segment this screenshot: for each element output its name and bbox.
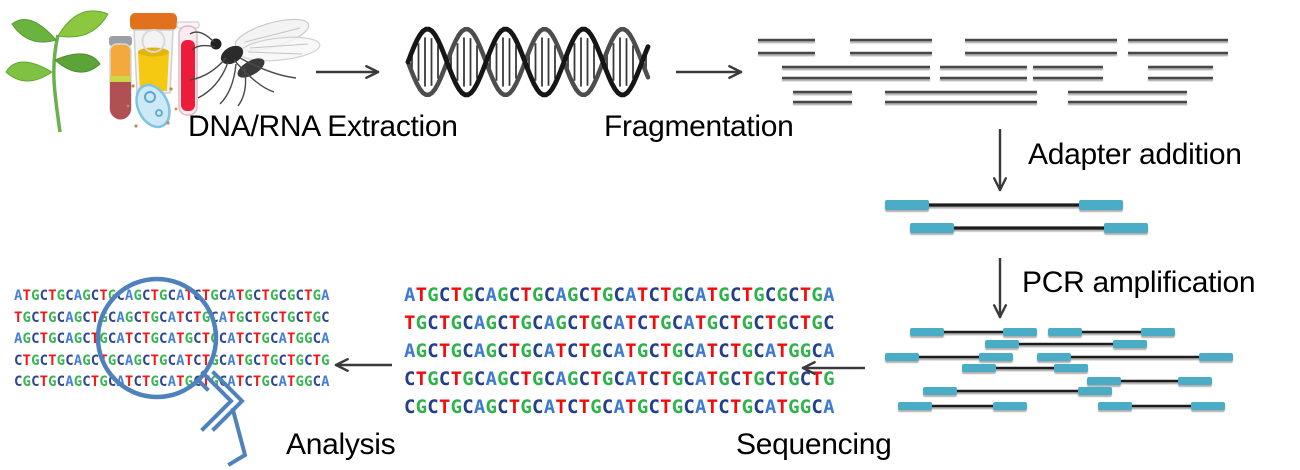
dna-fragments-illustration [758, 38, 1228, 104]
dna-helix-illustration [405, 26, 651, 98]
sequencing-to-analysis-arrow [334, 358, 392, 372]
dna-to-fragments-arrow [676, 65, 743, 79]
sequence-line: ATGCTGCAGCTGCAGCTGCATCTGCATGCTGCGCTGA [14, 288, 330, 304]
microbe-icon [126, 83, 178, 129]
sequence-line: TGCTGCAGCTGCAGCTGCATCTGCATGCTGCTGCTGC [404, 312, 835, 334]
sequence-line: AGCTGCAGCTGCATCTGCATGCTGCATCTGCATGGCA [14, 331, 330, 347]
urine-cup-icon [130, 13, 177, 94]
extraction-label: DNA/RNA Extraction [188, 110, 458, 143]
pcr-amplification-arrow [993, 258, 1007, 319]
pcr-fragments-illustration [885, 328, 1233, 410]
pcr-amplification-label: PCR amplification [1022, 266, 1256, 299]
plant-icon [5, 10, 109, 133]
adapter-fragments-illustration [885, 200, 1148, 233]
sequence-line: ATGCTGCAGCTGCAGCTGCATCTGCATGCTGCGCTGA [404, 284, 835, 306]
fragmentation-label: Fragmentation [604, 110, 794, 143]
adapter-addition-arrow [993, 129, 1007, 192]
sequence-line: AGCTGCAGCTGCATCTGCATGCTGCATCTGCATGGCA [404, 340, 835, 362]
sequencing-label: Sequencing [736, 428, 892, 461]
analysis-label: Analysis [286, 428, 396, 461]
sequencing-reads: ATGCTGCAGCTGCAGCTGCATCTGCATGCTGCGCTGA TGC… [404, 281, 835, 421]
sequence-line: CGCTGCAGCTGCATCTGCATGCTGCATCTGCATGGCA [404, 396, 835, 418]
sequence-line: CTGCTGCAGCTGCAGCTGCATCTGCATGCTGCTGCTG [404, 368, 835, 390]
sequence-line: CGCTGCAGCTGCATCTGCATGCTGCATCTGCATGGCA [14, 374, 330, 390]
sequence-line: TGCTGCAGCTGCAGCTGCATCTGCATGCTGCTGCTGC [14, 309, 330, 326]
sample-sources-illustration [5, 10, 321, 133]
blood-tube-icon [109, 36, 132, 120]
analysis-reads: ATGCTGCAGCTGCAGCTGCATCTGCATGCTGCGCTGA TGC… [14, 286, 330, 394]
sequence-line: CTGCTGCAGCTGCAGCTGCATCTGCATGCTGCTGCTG [14, 352, 330, 369]
insect-icon [189, 18, 321, 107]
test-tube-icon [176, 21, 200, 116]
adapter-addition-label: Adapter addition [1028, 138, 1242, 171]
